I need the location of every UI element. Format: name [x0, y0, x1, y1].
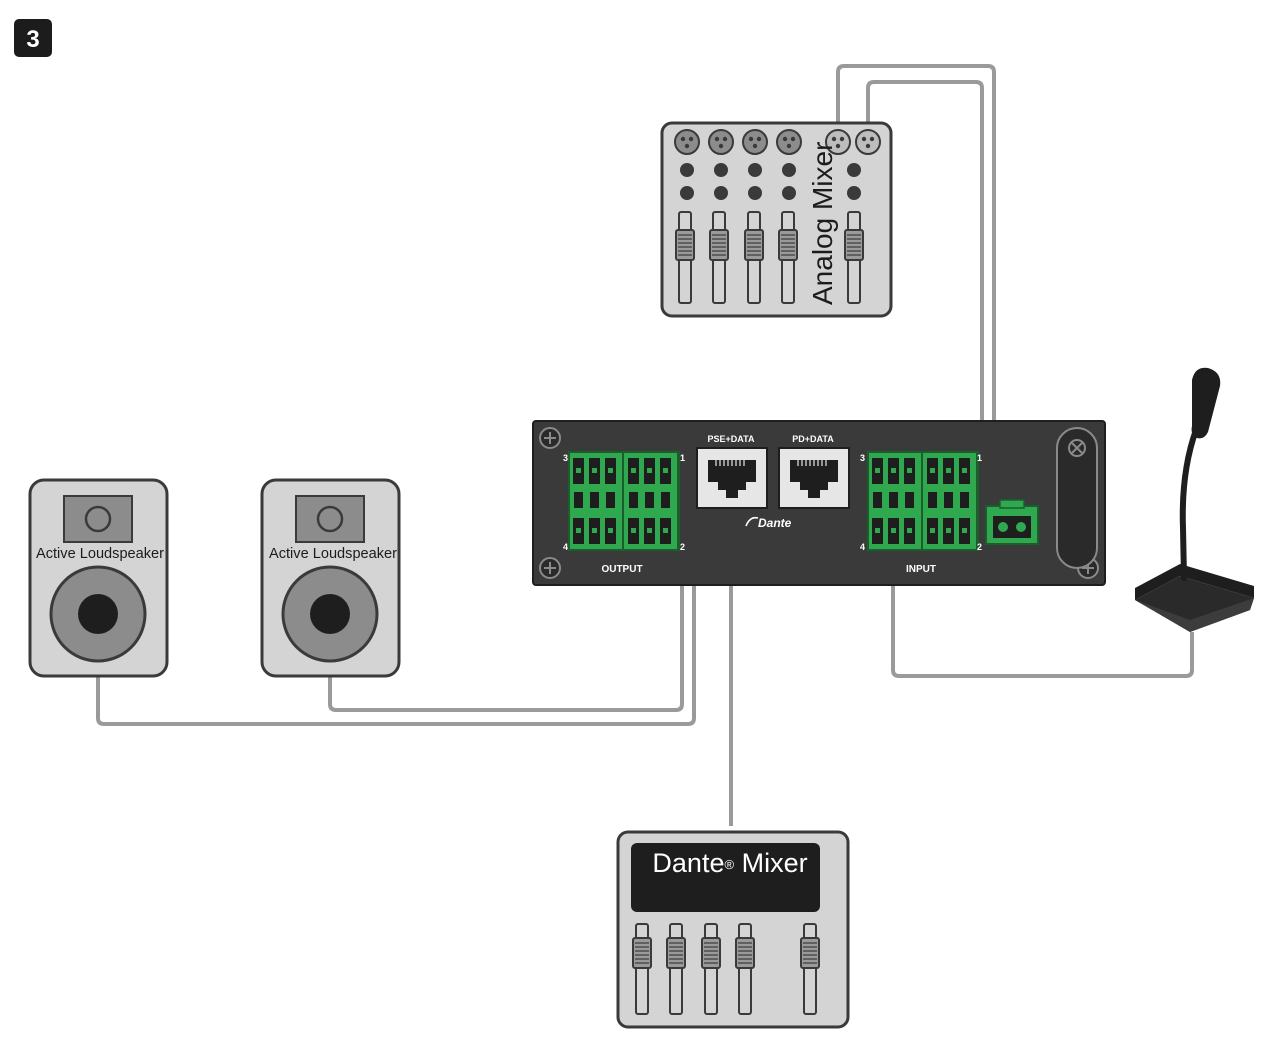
knob-icon	[680, 186, 694, 200]
knob-icon	[782, 186, 796, 200]
knob-icon	[847, 163, 861, 177]
step-badge-number: 3	[26, 26, 39, 53]
gooseneck-microphone-icon	[1135, 367, 1254, 632]
cables	[96, 64, 1194, 826]
speaker-label-1: Active Loudspeaker	[36, 545, 164, 562]
cable-mixer-to-input-2	[866, 80, 984, 464]
output-terminal-block	[568, 451, 680, 551]
dante-mixer-faders	[632, 923, 820, 1015]
dante-mixer: Dante® Mixer	[616, 830, 850, 1029]
analog-mixer-label: Analog Mixer	[807, 142, 838, 305]
knob-icon	[714, 163, 728, 177]
output-number-4: 4	[563, 542, 568, 552]
analog-mixer-xlr-jacks	[674, 129, 881, 155]
active-loudspeaker-2: Active Loudspeaker	[260, 478, 401, 678]
power-connector	[985, 499, 1039, 545]
analog-mixer: Analog Mixer	[660, 121, 893, 318]
knob-icon	[680, 163, 694, 177]
dante-io-device: 3 1 4 2 OUTPUT PSE+DATA PD+DATA Dante	[532, 420, 1106, 586]
analog-mixer-faders	[675, 211, 864, 304]
active-loudspeaker-1: Active Loudspeaker	[28, 478, 169, 678]
dante-mixer-display	[631, 843, 820, 912]
tweeter-icon	[316, 505, 344, 533]
tweeter-icon	[84, 505, 112, 533]
dante-logo: Dante	[745, 516, 792, 530]
cable-speaker1-output	[96, 538, 696, 726]
input-terminal-block	[867, 451, 979, 551]
xlr-jack-icon	[855, 129, 881, 155]
xlr-jack-icon	[742, 129, 768, 155]
cable-speaker2-output	[328, 474, 684, 712]
output-number-3: 3	[563, 453, 568, 463]
analog-mixer-knobs	[680, 163, 861, 200]
input-label: INPUT	[906, 564, 936, 575]
input-number-2: 2	[977, 542, 982, 552]
step-badge: 3	[14, 19, 52, 57]
input-number-4: 4	[860, 542, 865, 552]
knob-icon	[782, 163, 796, 177]
knob-icon	[714, 186, 728, 200]
dante-brand: Dante	[758, 516, 792, 530]
knob-icon	[748, 186, 762, 200]
rj45-port-pd-data	[778, 447, 850, 509]
speaker-label-2: Active Loudspeaker	[269, 545, 397, 562]
output-label: OUTPUT	[601, 564, 642, 575]
cable-microphone-input	[891, 582, 1194, 678]
mount-bracket	[1056, 427, 1098, 569]
port-pse-data-label: PSE+DATA	[708, 434, 755, 444]
port-pd-data-label: PD+DATA	[792, 434, 834, 444]
dante-mixer-label: Dante® Mixer	[652, 848, 807, 878]
rj45-port-pse-data	[696, 447, 768, 509]
cable-mixer-to-input-1	[836, 64, 996, 514]
knob-icon	[847, 186, 861, 200]
knob-icon	[748, 163, 762, 177]
xlr-jack-icon	[708, 129, 734, 155]
input-number-3: 3	[860, 453, 865, 463]
output-number-1: 1	[680, 453, 685, 463]
xlr-jack-icon	[776, 129, 802, 155]
xlr-jack-icon	[674, 129, 700, 155]
input-number-1: 1	[977, 453, 982, 463]
output-number-2: 2	[680, 542, 685, 552]
xlr-jack-icon	[825, 129, 851, 155]
